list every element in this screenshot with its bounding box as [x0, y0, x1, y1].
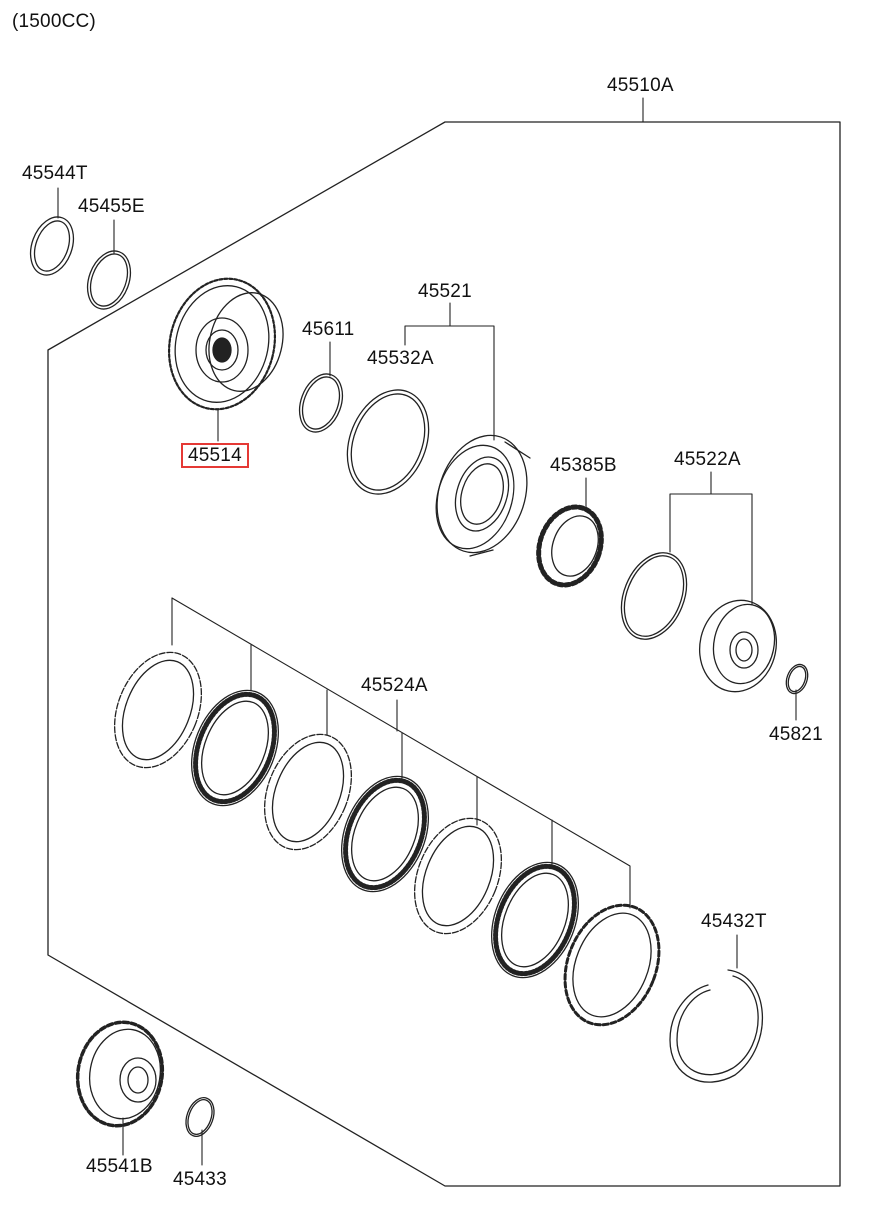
part-label-45544T[interactable]: 45544T [22, 163, 88, 184]
part-45385B-spring-set [536, 504, 604, 588]
part-45611-ring [298, 373, 344, 433]
part-45514-drum [167, 277, 284, 411]
leader-lines [57, 97, 797, 1166]
part-45532A-seal-ring [346, 389, 430, 495]
part-label-45611[interactable]: 45611 [302, 319, 355, 340]
part-label-45385B[interactable]: 45385B [550, 455, 617, 476]
part-45432T-snap-ring [669, 969, 764, 1083]
part-label-45821[interactable]: 45821 [769, 724, 823, 745]
part-45544T-snap-ring [29, 216, 75, 276]
part-label-45532A[interactable]: 45532A [367, 348, 434, 369]
assembly-number-label[interactable]: 45510A [607, 75, 674, 96]
part-label-45432T[interactable]: 45432T [701, 911, 767, 932]
part-label-45455E[interactable]: 45455E [78, 196, 145, 217]
part-label-45522A[interactable]: 45522A [674, 449, 741, 470]
part-label-45541B[interactable]: 45541B [86, 1156, 153, 1177]
part-45455E-ring [86, 250, 132, 310]
engine-spec-label: (1500CC) [12, 11, 96, 32]
part-label-45433[interactable]: 45433 [173, 1169, 227, 1190]
part-45522A-ring [620, 552, 688, 640]
assembly-outline [47, 121, 841, 1187]
part-label-45524A[interactable]: 45524A [361, 675, 428, 696]
part-45524A-clutch-pack [113, 651, 661, 1027]
part-45821-snap-ring [785, 663, 809, 695]
part-45541B-gear [75, 1020, 165, 1128]
part-45522A-retainer [698, 599, 778, 693]
part-45521-piston [435, 434, 531, 557]
part-45433-snap-ring [185, 1097, 215, 1137]
part-label-45514-highlighted[interactable]: 45514 [181, 443, 249, 468]
part-label-45521[interactable]: 45521 [418, 281, 472, 302]
